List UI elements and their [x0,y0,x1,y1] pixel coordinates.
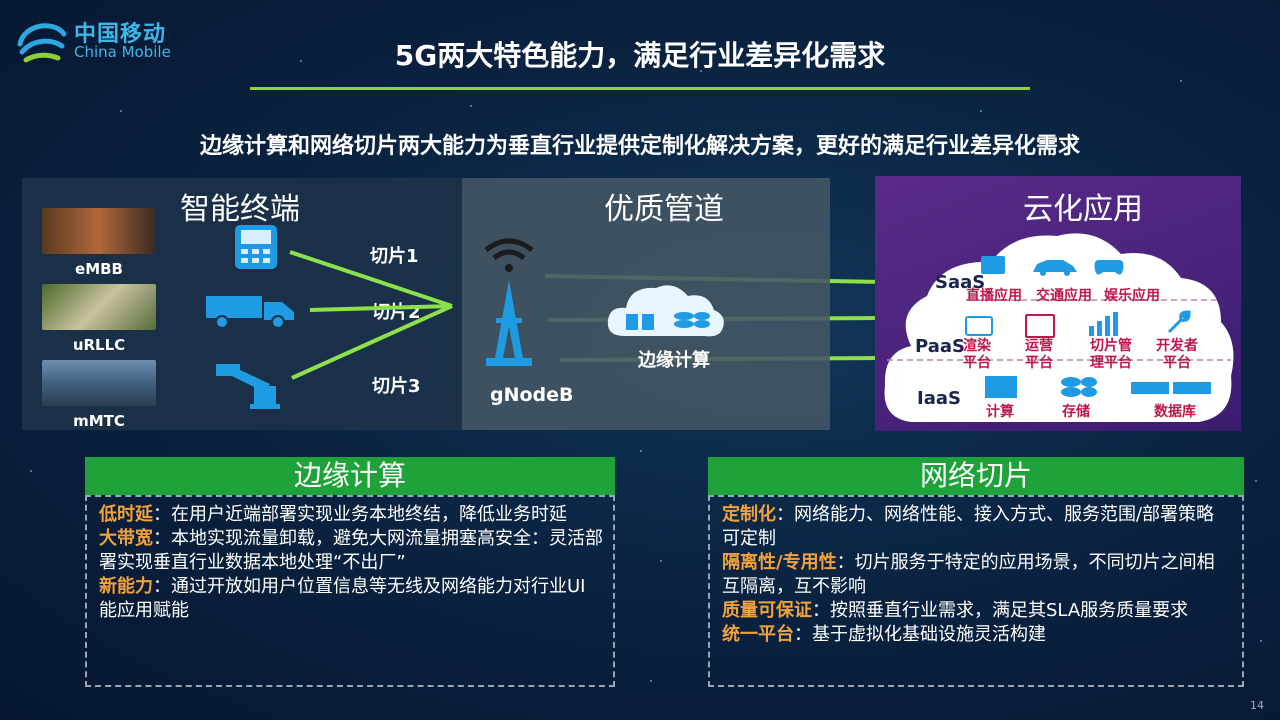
edge-cloud-icon [607,285,724,337]
edge-computing-label: 边缘计算 [638,350,710,371]
operation-chart-icon [1025,314,1055,338]
wrench-icon [1167,310,1191,334]
cloud-shape [884,233,1234,422]
edge-item-1: 大带宽：本地实现流量卸载，避免大网流量拥塞高安全：灵活部署实现垂直行业数据本地处… [99,527,603,575]
handheld-terminal-icon [235,225,277,269]
paas-item-operation: 运营 平台 [1025,338,1053,371]
embb-label: eMBB [75,260,123,278]
slice-item-2-text: ：按照垂直行业需求，满足其SLA服务质量要求 [812,600,1189,621]
live-stream-icon [981,256,1005,274]
slice-2-line [309,304,453,312]
render-play-icon [965,316,993,336]
cloud-panel-title: 云化应用 [1023,192,1143,227]
slide-subtitle: 边缘计算和网络切片两大能力为垂直行业提供定制化解决方案，更好的满足行业差异化需求 [199,134,1080,159]
mmtc-label: mMTC [73,412,125,430]
edge-item-2-text: ：通过开放如用户位置信息等无线及网络能力对行业UI能应用赋能 [99,576,586,621]
iaas-label: IaaS [917,388,961,409]
slice-3-label: 切片3 [372,376,421,397]
edge-item-2: 新能力：通过开放如用户位置信息等无线及网络能力对行业UI能应用赋能 [99,575,603,623]
slice-item-2-key: 质量可保证 [722,600,812,621]
logo-cn-text: 中国移动 [74,22,167,47]
robot-arm-icon [216,364,280,409]
slice-item-0-key: 定制化 [722,504,776,525]
slice-item-3-text: ：基于虚拟化基础设施灵活构建 [794,624,1046,645]
slice-1-line [289,250,453,308]
title-underline [250,87,1030,90]
slice-item-1: 隔离性/专用性：切片服务于特定的应用场景，不同切片之间相互隔离，互不影响 [722,551,1232,599]
urllc-photo [42,284,156,330]
pipe-panel: 优质管道 gNodeB 边缘计算 [462,178,830,430]
terminal-panel-title: 智能终端 [180,192,300,227]
china-mobile-logo-icon [17,23,67,63]
bar-chart-icon [1089,312,1118,336]
china-mobile-logo: 中国移动 China Mobile [14,14,194,66]
saas-item-entertainment: 娱乐应用 [1104,288,1160,304]
iaas-item-database: 数据库 [1154,404,1196,420]
edge-item-2-key: 新能力 [99,576,153,597]
slice-item-3: 统一平台：基于虚拟化基础设施灵活构建 [722,623,1232,647]
slice-item-0: 定制化：网络能力、网络性能、接入方式、服务范围/部署策略可定制 [722,503,1232,551]
slice-box-title: 网络切片 [708,457,1244,495]
paas-item-developer: 开发者 平台 [1156,338,1198,371]
edge-item-1-key: 大带宽 [99,528,153,549]
slice-1-label: 切片1 [370,246,419,267]
logo-en-text: China Mobile [74,43,171,61]
antenna-tower-icon [484,238,534,366]
mmtc-photo [42,360,156,406]
edge-item-0-key: 低时延 [99,504,153,525]
truck-icon [206,296,294,329]
slice-item-1-text: ：切片服务于特定的应用场景，不同切片之间相互隔离，互不影响 [722,552,1215,597]
paas-item-slice-mgmt: 切片管 理平台 [1090,338,1132,371]
server-icon [985,376,1017,398]
car-icon [1033,260,1077,276]
slice-item-1-key: 隔离性/专用性 [722,552,837,573]
slice-3-line [291,304,453,380]
paas-label: PaaS [915,336,965,357]
slice-box-body: 定制化：网络能力、网络性能、接入方式、服务范围/部署策略可定制 隔离性/专用性：… [708,495,1244,687]
paas-item-render: 渲染 平台 [963,338,991,371]
storage-icon [1061,377,1097,397]
pipe-panel-title: 优质管道 [604,192,724,227]
database-icon [1131,382,1211,394]
iaas-item-compute: 计算 [986,404,1014,420]
edge-box-body: 低时延：在用户近端部署实现业务本地终结，降低业务时延 大带宽：本地实现流量卸载，… [85,495,615,687]
cloud-panel: 云化应用 SaaS PaaS IaaS 直播应用 交通应用 娱乐应用 渲染 平台… [875,176,1241,431]
saas-item-traffic: 交通应用 [1036,288,1092,304]
edge-item-0-text: ：在用户近端部署实现业务本地终结，降低业务时延 [153,504,567,525]
slice-item-3-key: 统一平台 [722,624,794,645]
urllc-label: uRLLC [72,336,126,354]
slice-item-0-text: ：网络能力、网络性能、接入方式、服务范围/部署策略可定制 [722,504,1215,549]
saas-label: SaaS [935,272,986,293]
edge-item-0: 低时延：在用户近端部署实现业务本地终结，降低业务时延 [99,503,603,527]
slide-title: 5G两大特色能力，满足行业差异化需求 [394,39,886,72]
saas-item-live: 直播应用 [966,288,1022,304]
embb-photo [42,208,156,254]
iaas-item-storage: 存储 [1062,404,1090,420]
slice-item-2: 质量可保证：按照垂直行业需求，满足其SLA服务质量要求 [722,599,1232,623]
edge-box-title: 边缘计算 [85,457,615,495]
gnodeb-label: gNodeB [490,384,574,406]
gamepad-icon [1094,260,1124,275]
page-number: 14 [1250,699,1264,712]
terminal-panel: 智能终端 eMBB uRLLC mMTC 切片1 切片2 切片3 [22,178,462,430]
edge-item-1-text: ：本地实现流量卸载，避免大网流量拥塞高安全：灵活部署实现垂直行业数据本地处理“不… [99,528,603,573]
